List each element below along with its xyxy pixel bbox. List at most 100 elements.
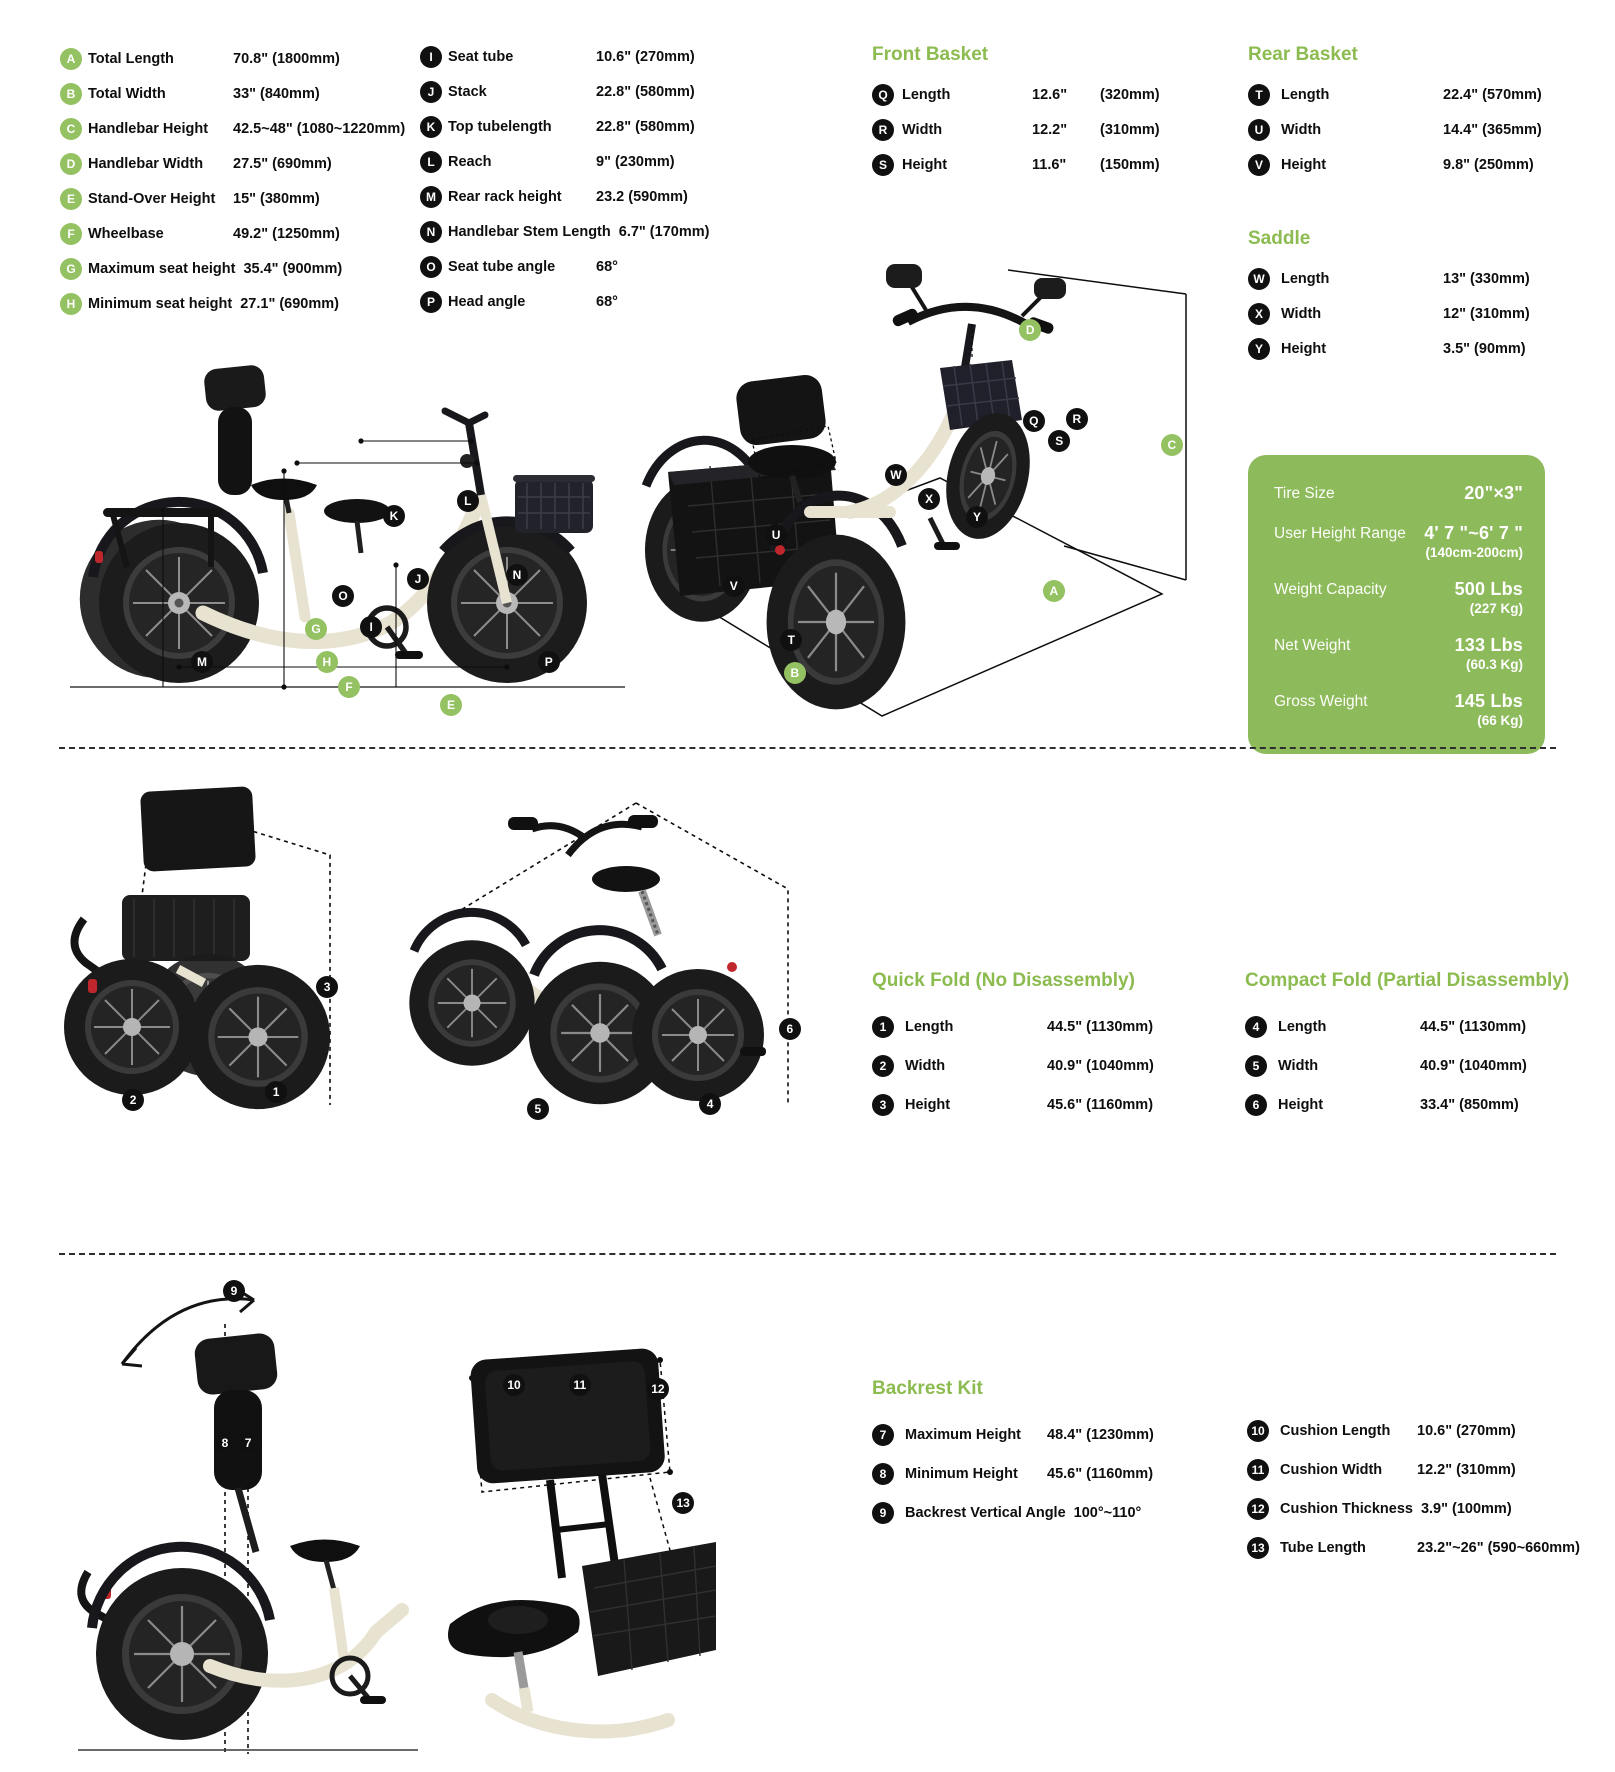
diagram-badge-R: R — [1065, 408, 1088, 431]
spec-value: 33" (840mm) — [233, 86, 320, 102]
diagram-badge-1: 1 — [265, 1080, 288, 1103]
spec-value-mm: (310mm) — [1100, 122, 1160, 138]
spec-value: 12" (310mm) — [1443, 306, 1530, 322]
key-badge-N: N — [420, 221, 442, 243]
key-badge-J: J — [420, 81, 442, 103]
summary-value: 4' 7 "~6' 7 "(140cm-200cm) — [1424, 523, 1523, 560]
summary-value: 133 Lbs(60.3 Kg) — [1454, 635, 1523, 672]
spec-value: 10.6" (270mm) — [1417, 1423, 1516, 1439]
spec-label: Handlebar Stem Length — [448, 224, 611, 240]
key-badge-8: 8 — [872, 1463, 894, 1485]
diagram-badge-Q: Q — [1022, 410, 1045, 432]
diagram-badge-U: U — [765, 524, 788, 547]
diagram-badge-12: 12 — [646, 1378, 669, 1401]
diagram-badge-W: W — [884, 463, 907, 486]
spec-label: Length — [902, 87, 951, 103]
spec-label: Maximum Height — [905, 1427, 1022, 1443]
saddle-title: Saddle — [1248, 228, 1311, 249]
diagram-badge-T: T — [780, 629, 803, 652]
key-badge-A: A — [60, 48, 82, 70]
spec-value: 23.2"~26" (590~660mm) — [1417, 1540, 1580, 1556]
spec-value-mm: (150mm) — [1100, 157, 1160, 173]
key-badge-9: 9 — [872, 1502, 894, 1524]
spec-label: Length — [1281, 87, 1330, 103]
spec-label: Cushion Thickness — [1280, 1501, 1413, 1517]
diagram-badge-E: E — [440, 694, 462, 716]
spec-label: Reach — [448, 154, 492, 170]
spec-value-mm: (320mm) — [1100, 87, 1160, 103]
key-badge-L: L — [420, 151, 442, 173]
spec-value: 44.5" (1130mm) — [1420, 1019, 1527, 1035]
key-badge-3: 3 — [872, 1094, 894, 1116]
key-badge-13: 13 — [1247, 1537, 1269, 1559]
spec-value: 70.8" (1800mm) — [233, 51, 340, 67]
spec-value: 35.4" (900mm) — [243, 261, 343, 277]
key-badge-B: B — [60, 83, 82, 105]
diagram-badge-9: 9 — [222, 1279, 245, 1302]
spec-value: 10.6" (270mm) — [596, 49, 695, 65]
spec-label: Stack — [448, 84, 487, 100]
key-badge-1: 1 — [872, 1016, 894, 1038]
spec-label: Maximum seat height — [88, 261, 236, 277]
spec-label: Length — [1281, 271, 1330, 287]
key-badge-V: V — [1248, 154, 1270, 176]
diagram-badge-A: A — [1042, 580, 1065, 603]
key-badge-U: U — [1248, 119, 1270, 141]
diagram-badge-N: N — [506, 564, 528, 586]
spec-value: 14.4" (365mm) — [1443, 122, 1542, 138]
quick-fold-title: Quick Fold (No Disassembly) — [872, 970, 1135, 991]
section-divider-1 — [59, 747, 1556, 749]
spec-label: Total Length — [88, 51, 174, 67]
diagram-badge-K: K — [383, 505, 405, 528]
spec-label: Head angle — [448, 294, 526, 310]
rear-quarter-illustration — [641, 264, 1187, 717]
spec-label: Height — [902, 157, 948, 173]
summary-value: 500 Lbs(227 Kg) — [1454, 579, 1523, 616]
key-badge-S: S — [872, 154, 894, 176]
key-badge-F: F — [60, 223, 82, 245]
key-badge-O: O — [420, 256, 442, 278]
key-badge-7: 7 — [872, 1424, 894, 1446]
spec-value: 68° — [596, 259, 618, 275]
spec-value: 40.9" (1040mm) — [1420, 1058, 1527, 1074]
spec-label: Width — [1281, 306, 1322, 322]
spec-label: Top tubelength — [448, 119, 552, 135]
backrest-kit-title: Backrest Kit — [872, 1378, 983, 1399]
front-basket-title: Front Basket — [872, 44, 989, 65]
spec-value: 12.6" — [1032, 87, 1068, 103]
spec-row-A: A Total Length 70.8" (1800mm) — [60, 48, 420, 70]
spec-label: Width — [905, 1058, 946, 1074]
